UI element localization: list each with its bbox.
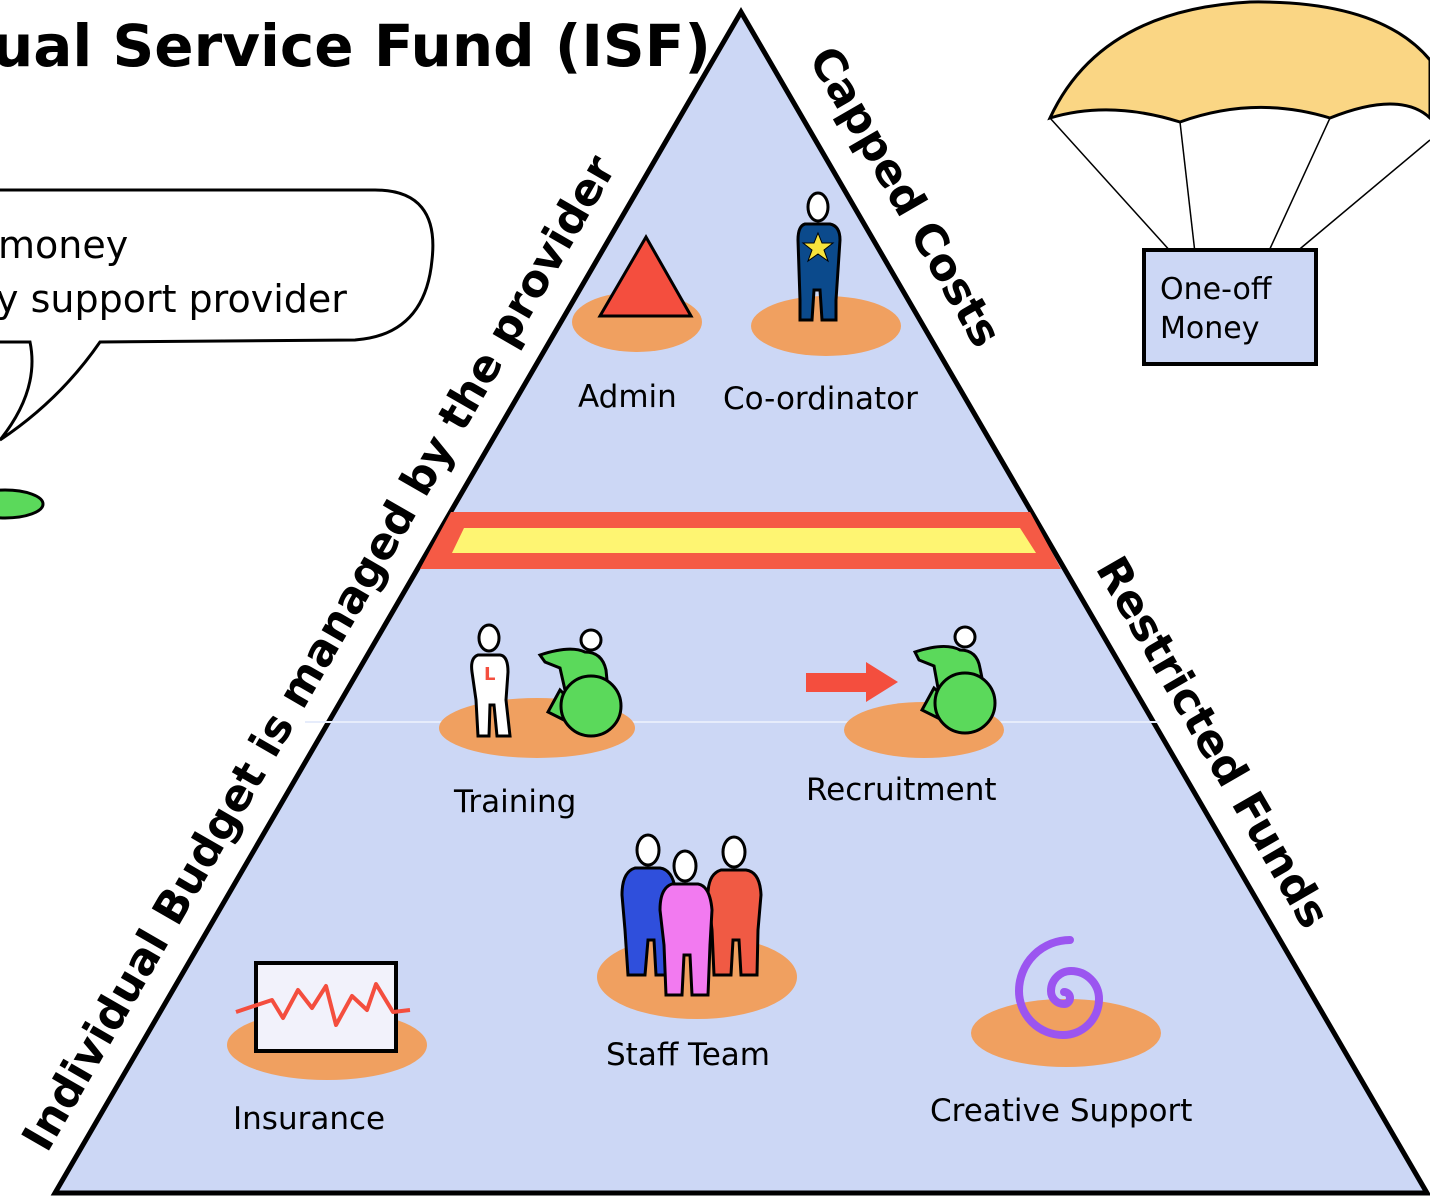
recruitment-label: Recruitment	[806, 772, 997, 808]
speech-bubble: money y support provider	[0, 188, 435, 442]
staff-team-item: Staff Team	[597, 833, 797, 1073]
one-off-box-line1: One-off	[1160, 272, 1273, 307]
coordinator-person-icon	[796, 191, 842, 322]
one-off-box-line2: Money	[1160, 311, 1259, 346]
coordinator-item: Co-ordinator	[723, 191, 918, 417]
triangle-icon	[597, 233, 694, 318]
pyramid	[50, 7, 1430, 1196]
speech-bubble-line2: y support provider	[0, 277, 347, 321]
green-shape-fragment	[0, 488, 45, 520]
arrow-icon	[806, 662, 898, 702]
insurance-label: Insurance	[233, 1101, 385, 1137]
platform	[751, 296, 901, 356]
coordinator-label: Co-ordinator	[723, 381, 918, 417]
recruitment-item: Recruitment	[806, 625, 1004, 808]
diagram-title: ual Service Fund (ISF)	[0, 12, 711, 80]
parachute-icon	[1047, 0, 1430, 254]
zigzag-line-icon	[235, 982, 411, 1027]
spiral-icon	[1014, 936, 1104, 1040]
learner-person-icon: L	[470, 623, 512, 738]
star-icon	[801, 231, 835, 263]
insurance-item: Insurance	[227, 961, 427, 1137]
training-item: L Training	[439, 623, 635, 820]
training-label: Training	[453, 784, 576, 820]
staff-person-red-icon	[706, 835, 763, 977]
staff-person-pink-icon	[658, 849, 714, 997]
wheelchair-user-icon	[537, 628, 623, 738]
creative-support-item: Creative Support	[930, 936, 1192, 1129]
wheelchair-user-icon	[912, 625, 997, 735]
one-off-money-box: One-off Money	[1142, 248, 1318, 366]
capped-restricted-divider	[420, 512, 1061, 569]
staff-team-label: Staff Team	[606, 1037, 770, 1073]
chart-monitor-icon	[254, 961, 398, 1053]
svg-text:L: L	[484, 664, 495, 685]
admin-item: Admin	[572, 233, 702, 415]
admin-label: Admin	[578, 379, 677, 415]
speech-bubble-line1: money	[0, 223, 128, 267]
creative-support-label: Creative Support	[930, 1093, 1192, 1129]
